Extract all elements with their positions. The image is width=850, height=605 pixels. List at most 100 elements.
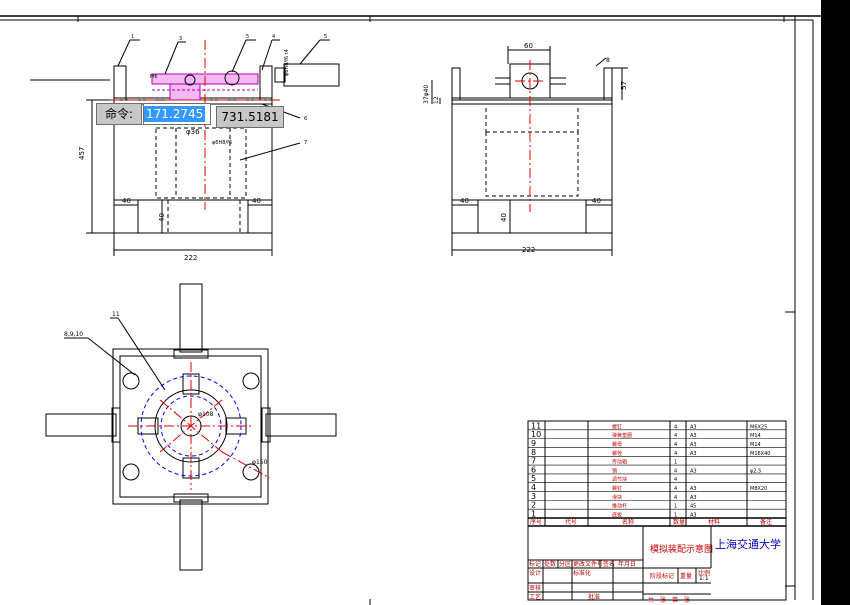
svg-text:工艺: 工艺 (529, 593, 541, 601)
bom-cell-no: 5 (531, 474, 536, 483)
svg-text:φ108: φ108 (198, 411, 214, 418)
svg-text:φ36: φ36 (186, 128, 200, 136)
svg-text:签名: 签名 (603, 560, 615, 568)
svg-text:张: 张 (660, 596, 666, 604)
bom-cell-no: 2 (531, 501, 536, 510)
bom-cell-qty: 1 (674, 513, 677, 519)
svg-text:上海交通大学: 上海交通大学 (715, 537, 781, 551)
front-view-dims: 457 40 40 40 222 φ36 φ6H8/f6 φ6H8/f6 t4 … (78, 34, 327, 262)
bom-cell-no: 9 (531, 439, 536, 448)
bom-cell-no: 6 (531, 465, 536, 474)
svg-text:序号: 序号 (530, 518, 542, 526)
side-view (431, 46, 628, 256)
svg-text:11: 11 (112, 311, 120, 318)
drawing-frame (0, 15, 821, 605)
bom-cell-name: 螺母 (612, 441, 622, 448)
y-coordinate-input[interactable]: 731.5181 (216, 106, 284, 128)
vertical-scrollbar[interactable] (821, 0, 850, 605)
bom-cell-qty: 1 (674, 460, 677, 466)
svg-text:40: 40 (252, 197, 261, 205)
svg-text:40: 40 (460, 197, 469, 205)
bom-cell-mat: A3 (690, 433, 697, 439)
bom-cell-qty: 4 (674, 486, 677, 492)
front-view (30, 39, 340, 256)
bom-cell-no: 11 (531, 421, 541, 430)
svg-text:1: 1 (131, 34, 134, 40)
x-coordinate-input[interactable]: 171.2745 (143, 103, 211, 125)
svg-text:8,9,10: 8,9,10 (64, 331, 83, 338)
svg-text:名称: 名称 (622, 518, 634, 526)
bom-cell-mat: 45 (690, 504, 696, 510)
svg-text:φ150: φ150 (252, 459, 268, 466)
svg-text:数量: 数量 (673, 518, 685, 526)
svg-text:分区: 分区 (559, 560, 571, 568)
svg-text:年月日: 年月日 (618, 560, 636, 568)
bom-cell-no: 10 (531, 430, 541, 439)
bom-cell-qty: 4 (674, 433, 677, 439)
plan-view (45, 283, 337, 571)
svg-text:阶段标记: 阶段标记 (650, 572, 674, 580)
bom-cell-qty: 4 (674, 424, 677, 430)
bom-cell-qty: 1 (674, 504, 677, 510)
svg-text:60: 60 (524, 42, 533, 50)
svg-text:37φ40: 37φ40 (423, 85, 430, 104)
x-coordinate-value: 171.2745 (144, 106, 206, 122)
bom-cell-name: 弹簧垫圈 (612, 432, 632, 439)
bom-cell-no: 8 (531, 448, 536, 457)
plan-view-labels: 8,9,10 11 φ108 φ150 (64, 311, 268, 466)
bom-cell-no: 3 (531, 492, 536, 501)
side-view-dims: 60 37φ40 12 57 40 40 40 222 8 (423, 42, 628, 254)
svg-text:40: 40 (122, 197, 131, 205)
bom-cell-mat: A3 (690, 468, 697, 474)
svg-text:5: 5 (324, 34, 327, 40)
bom-cell-name: 螺钉 (612, 485, 622, 492)
bom-cell-mat: A3 (690, 442, 697, 448)
bom-cell-qty: 4 (674, 451, 677, 457)
bom-cell-note: M16X40 (750, 451, 770, 457)
svg-text:222: 222 (522, 246, 535, 254)
bom-cell-note: M8X20 (750, 486, 767, 492)
svg-text:57: 57 (620, 81, 628, 90)
bom-cell-name: 推动杆 (612, 503, 627, 510)
svg-text:1:1: 1:1 (699, 575, 709, 582)
svg-text:处数: 处数 (544, 560, 556, 568)
svg-text:40: 40 (500, 213, 508, 222)
bom-cell-qty: 4 (674, 468, 677, 474)
svg-text:标准化: 标准化 (573, 569, 591, 577)
svg-text:φ6H8/f6 t4: φ6H8/f6 t4 (284, 49, 290, 76)
bom-cell-no: 7 (531, 457, 536, 466)
bom-cell-qty: 4 (674, 442, 677, 448)
svg-text:7: 7 (304, 140, 307, 146)
command-label: 命令: (96, 103, 142, 125)
svg-text:4: 4 (272, 34, 275, 40)
bom-cell-note: M14 (750, 433, 761, 439)
bom-cell-mat: A3 (690, 451, 697, 457)
svg-text:3: 3 (179, 36, 182, 42)
bom-cell-mat: A3 (690, 424, 697, 430)
bom-cell-mat: A3 (690, 495, 697, 501)
svg-text:审核: 审核 (529, 584, 541, 592)
front-view-centerlines (110, 40, 280, 210)
svg-text:8: 8 (606, 57, 610, 64)
svg-text:模拟装配示意图: 模拟装配示意图 (650, 543, 713, 555)
svg-text:共: 共 (648, 596, 654, 604)
bom-cell-qty: 4 (674, 495, 677, 501)
side-view-centerlines (515, 60, 545, 212)
bom-cell-name: 底板 (612, 512, 622, 519)
bom-cell-name: 销 (612, 467, 617, 474)
svg-text:备注: 备注 (760, 518, 772, 526)
bom-cell-qty: 4 (674, 477, 677, 483)
bom-cell-name: 滑块 (612, 494, 622, 501)
title-block (527, 420, 787, 601)
svg-text:40: 40 (158, 213, 166, 222)
title-block-text: 模拟装配示意图 上海交通大学 1:1 序号 代号 名称 数量 材料 备注 标记 … (529, 518, 781, 604)
bom-cell-name: 传动箱 (612, 459, 627, 466)
plan-view-centerlines (128, 362, 271, 490)
bom-cell-note: M14 (750, 442, 761, 448)
svg-text:40: 40 (592, 197, 601, 205)
svg-text:6: 6 (304, 116, 307, 122)
bom-cell-note: φ2.5 (750, 468, 761, 474)
svg-text:批准: 批准 (588, 593, 600, 601)
